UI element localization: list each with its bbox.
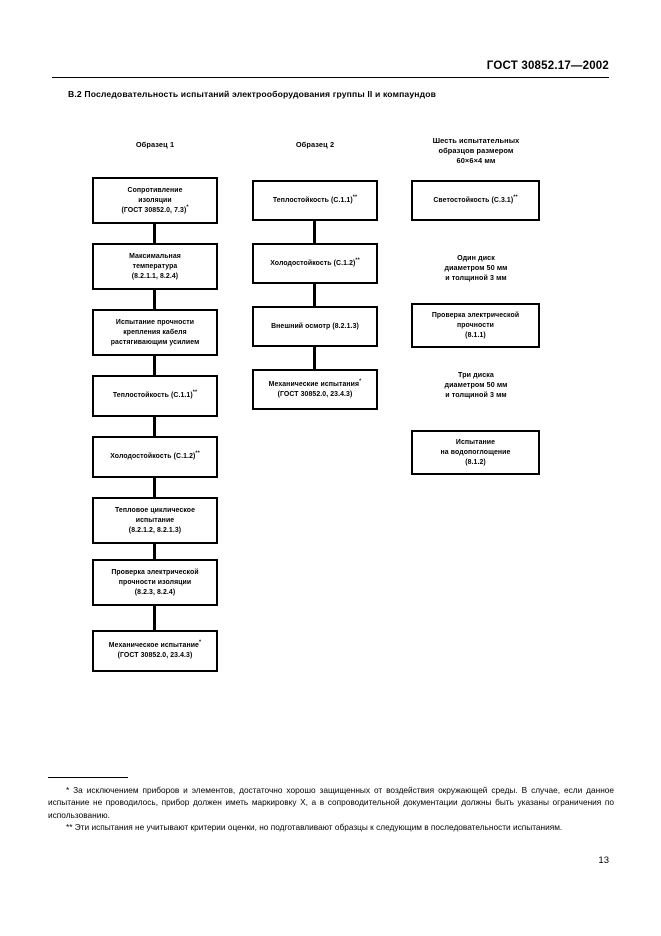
footnote-marker-double: **	[513, 194, 518, 201]
connector-c2-3	[313, 347, 316, 369]
section-title: В.2 Последовательность испытаний электро…	[68, 89, 437, 99]
footnote-marker-double: **	[352, 194, 358, 201]
column-header-six-specimens-line2: образцов размером	[438, 145, 514, 155]
node-cold-resistance-c2: Холодостойкость (С.1.2)**	[252, 243, 378, 284]
node-maximum-temperature: Максимальная температура (8.2.1.1, 8.2.4…	[92, 243, 218, 290]
node-insulation-resistance-line2: изоляции	[138, 196, 172, 204]
footnote-marker-single: *	[359, 378, 362, 385]
footnote-marker-double: **	[195, 450, 200, 457]
node-mechanical-test-c1: Механическое испытание* (ГОСТ 30852.0, 2…	[92, 630, 218, 672]
node-insulation-resistance-line3: (ГОСТ 30852.0, 7.3)	[121, 206, 187, 214]
column-header-sample-1: Образец 1	[135, 140, 175, 149]
footnote-marker-double: **	[355, 257, 360, 264]
node-water-absorption-test-line2: на водопоглощение	[440, 448, 511, 456]
note-one-disc-line1: Один диск	[457, 254, 495, 263]
note-one-disc-line2: диаметром 50 мм	[444, 264, 508, 273]
note-three-discs-line3: и толщиной 3 мм	[445, 390, 507, 399]
node-dielectric-strength-insulation-line1: Проверка электрической	[111, 568, 199, 576]
note-three-discs-line1: Три диска	[458, 371, 494, 380]
node-light-resistance-label: Светостойкость (С.3.1)	[433, 196, 514, 204]
connector-c2-2	[313, 284, 316, 306]
node-cold-resistance-c1-label: Холодостойкость (С.1.2)	[110, 453, 196, 460]
node-thermal-cycling-test-line2: испытание	[135, 516, 175, 524]
connector-c2-1	[313, 221, 316, 243]
footnote-single-asterisk: * За исключением приборов и элементов, д…	[48, 785, 614, 820]
node-mechanical-tests-c2-line2: (ГОСТ 30852.0, 23.4.3)	[277, 390, 353, 398]
footnote-double-asterisk: ** Эти испытания не учитывают критерии о…	[66, 822, 563, 833]
connector-c1-7	[153, 606, 156, 630]
node-cable-clamp-tensile-test-line1: Испытание прочности	[115, 318, 195, 326]
node-thermal-cycling-test-line3: (8.2.1.2, 8.2.1.3)	[128, 526, 182, 534]
header-rule	[52, 77, 609, 78]
node-dielectric-strength-insulation: Проверка электрической прочности изоляци…	[92, 559, 218, 606]
node-water-absorption-test-line1: Испытание	[455, 438, 496, 446]
node-dielectric-strength-check-line1: Проверка электрической	[431, 311, 520, 319]
node-cold-resistance-c2-label: Холодостойкость (С.1.2)	[270, 259, 356, 267]
node-insulation-resistance: Сопротивление изоляции (ГОСТ 30852.0, 7.…	[92, 177, 218, 224]
node-mechanical-test-c1-line1: Механическое испытание	[108, 642, 199, 649]
node-insulation-resistance-line1: Сопротивление	[127, 186, 183, 194]
footnote-marker-single: *	[186, 204, 189, 211]
connector-c1-4	[153, 417, 156, 436]
node-maximum-temperature-line2: температура	[132, 262, 178, 270]
column-header-sample-2: Образец 2	[295, 140, 335, 149]
note-one-disc: Один диск диаметром 50 мм и толщиной 3 м…	[404, 249, 548, 289]
page-number: 13	[598, 855, 609, 866]
node-heat-resistance-c2: Теплостойкость (С.1.1)**	[252, 180, 378, 221]
running-head-standard: ГОСТ 30852.17—2002	[486, 60, 609, 72]
node-cable-clamp-tensile-test-line2: крепления кабеля	[123, 328, 187, 336]
node-thermal-cycling-test-line1: Тепловое циклическое	[114, 506, 196, 514]
node-visual-inspection-label: Внешний осмотр (8.2.1.3)	[271, 322, 359, 330]
node-water-absorption-test: Испытание на водопоглощение (8.1.2)	[411, 430, 540, 475]
node-heat-resistance-c2-label: Теплостойкость (С.1.1)	[272, 196, 353, 204]
connector-c1-3	[153, 356, 156, 375]
node-heat-resistance-c1-label: Теплостойкость (С.1.1)	[112, 392, 193, 399]
footnotes: * За исключением приборов и элементов, д…	[48, 784, 614, 834]
node-dielectric-strength-insulation-line2: прочности изоляции	[118, 578, 192, 586]
node-dielectric-strength-check: Проверка электрической прочности (8.1.1)	[411, 303, 540, 348]
column-header-six-specimens-line3: 60×6×4 мм	[456, 155, 496, 165]
node-water-absorption-test-line3: (8.1.2)	[465, 458, 486, 466]
note-one-disc-line3: и толщиной 3 мм	[445, 273, 507, 282]
connector-c1-2	[153, 290, 156, 309]
node-cold-resistance-c1: Холодостойкость (С.1.2)**	[92, 436, 218, 478]
node-mechanical-tests-c2-line1: Механические испытания	[268, 380, 360, 388]
node-heat-resistance-c1: Теплостойкость (С.1.1)**	[92, 375, 218, 417]
node-light-resistance: Светостойкость (С.3.1)**	[411, 180, 540, 221]
node-mechanical-test-c1-line2: (ГОСТ 30852.0, 23.4.3)	[117, 652, 193, 659]
connector-c1-6	[153, 544, 156, 559]
note-three-discs-line2: диаметром 50 мм	[444, 381, 508, 390]
connector-c1-1	[153, 224, 156, 243]
node-visual-inspection: Внешний осмотр (8.2.1.3)	[252, 306, 378, 347]
note-three-discs: Три диска диаметром 50 мм и толщиной 3 м…	[404, 366, 548, 406]
footnote-marker-double: **	[192, 389, 198, 396]
test-sequence-flowchart: Образец 1 Образец 2 Шесть испытательных …	[92, 136, 548, 672]
node-dielectric-strength-check-line2: прочности	[456, 321, 495, 329]
node-dielectric-strength-insulation-line3: (8.2.3, 8.2.4)	[134, 588, 176, 596]
connector-c1-5	[153, 478, 156, 497]
footnote-marker-single: *	[198, 639, 202, 646]
footnote-separator-rule	[48, 777, 128, 778]
node-cable-clamp-tensile-test-line3: растягивающим усилием	[110, 338, 200, 346]
node-thermal-cycling-test: Тепловое циклическое испытание (8.2.1.2,…	[92, 497, 218, 544]
node-dielectric-strength-check-line3: (8.1.1)	[465, 331, 486, 339]
column-header-six-specimens: Шесть испытательных образцов размером 60…	[404, 136, 548, 165]
column-header-six-specimens-line1: Шесть испытательных	[432, 136, 520, 145]
node-maximum-temperature-line3: (8.2.1.1, 8.2.4)	[131, 272, 179, 280]
node-maximum-temperature-line1: Максимальная	[129, 252, 181, 260]
node-cable-clamp-tensile-test: Испытание прочности крепления кабеля рас…	[92, 309, 218, 356]
node-mechanical-tests-c2: Механические испытания* (ГОСТ 30852.0, 2…	[252, 369, 378, 410]
